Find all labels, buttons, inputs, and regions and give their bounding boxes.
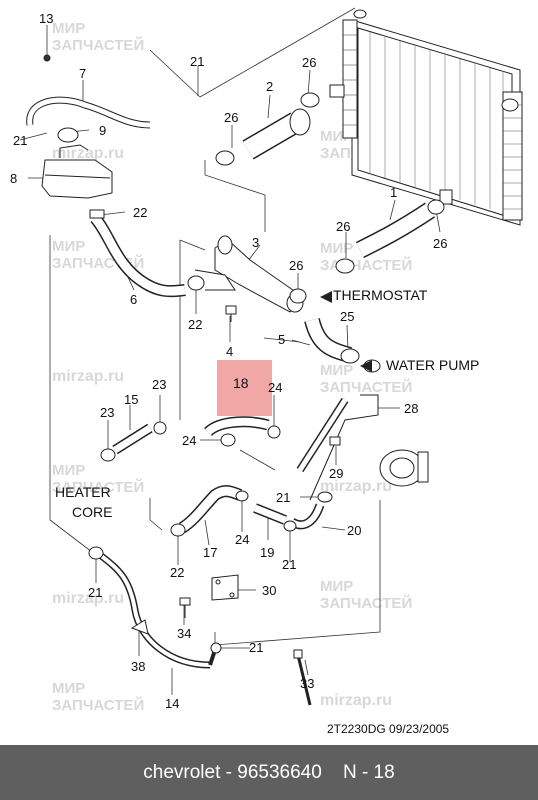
part-label-4: 4 xyxy=(226,344,234,359)
part-label-30: 30 xyxy=(262,583,277,598)
bottom-bar-brand: chevrolet xyxy=(143,761,221,783)
note-core: CORE xyxy=(72,504,113,520)
part-label-21: 21 xyxy=(249,640,264,655)
part-label-21: 21 xyxy=(190,54,205,69)
watermark-site: mirzap.ru xyxy=(52,368,125,385)
part-label-22: 22 xyxy=(170,565,185,580)
part-label-34: 34 xyxy=(177,626,192,641)
radiator xyxy=(329,9,523,226)
part-label-13: 13 xyxy=(39,11,54,26)
part-label-26: 26 xyxy=(302,55,317,70)
part-label-18: 18 xyxy=(233,375,249,391)
thermostat-housing xyxy=(194,235,304,313)
highlight-part-18 xyxy=(217,360,272,416)
pump-housing xyxy=(379,449,429,487)
part-label-24: 24 xyxy=(235,532,250,547)
diagram-drawing xyxy=(19,7,523,706)
part-label-38: 38 xyxy=(131,659,146,674)
note-water-pump: WATER PUMP xyxy=(386,357,480,373)
part-label-2: 2 xyxy=(266,79,274,94)
part-label-15: 15 xyxy=(124,392,139,407)
part-label-19: 19 xyxy=(260,545,275,560)
watermark-site: mirzap.ru xyxy=(52,145,125,162)
part-label-26: 26 xyxy=(224,110,239,125)
part-label-6: 6 xyxy=(130,292,138,307)
overflow-tank xyxy=(41,127,113,199)
part-label-26: 26 xyxy=(433,236,448,251)
part-label-20: 20 xyxy=(347,523,362,538)
part-label-22: 22 xyxy=(133,205,148,220)
bottom-bar: chevrolet - 96536640 N - 18 xyxy=(0,745,538,800)
bottom-bar-sep1: - xyxy=(220,761,238,783)
part-label-3: 3 xyxy=(252,235,260,250)
part-label-21: 21 xyxy=(282,557,297,572)
note-thermostat: THERMOSTAT xyxy=(333,287,428,303)
part-label-26: 26 xyxy=(336,219,351,234)
watermark-site: mirzap.ru xyxy=(320,478,393,495)
note-heater: HEATER xyxy=(55,484,111,500)
part-label-24: 24 xyxy=(268,380,283,395)
part-label-26: 26 xyxy=(289,258,304,273)
part-label-24: 24 xyxy=(182,433,197,448)
part-label-7: 7 xyxy=(79,66,87,81)
drawing-code: 2T2230DG 09/23/2005 xyxy=(327,722,450,736)
part-label-33: 33 xyxy=(300,676,315,691)
part-label-29: 29 xyxy=(329,466,344,481)
part-label-9: 9 xyxy=(99,123,107,138)
part-label-23: 23 xyxy=(152,377,167,392)
part-label-21: 21 xyxy=(13,133,28,148)
part-label-14: 14 xyxy=(165,696,180,711)
bottom-bar-gap xyxy=(322,762,343,784)
part-label-17: 17 xyxy=(203,545,218,560)
part-label-25: 25 xyxy=(340,309,355,324)
part-label-28: 28 xyxy=(404,401,419,416)
bottom-bar-ref: N - 18 xyxy=(342,761,395,783)
part-label-21: 21 xyxy=(276,490,291,505)
part-label-1: 1 xyxy=(390,185,398,200)
part-label-8: 8 xyxy=(10,171,18,186)
part-label-23: 23 xyxy=(100,405,115,420)
part-label-21: 21 xyxy=(88,585,103,600)
part-label-22: 22 xyxy=(188,317,203,332)
part-label-5: 5 xyxy=(278,332,286,347)
watermark-site: mirzap.ru xyxy=(320,692,393,709)
watermark-site: mirzap.ru xyxy=(52,590,125,607)
bottom-bar-part: 96536640 xyxy=(237,761,322,783)
